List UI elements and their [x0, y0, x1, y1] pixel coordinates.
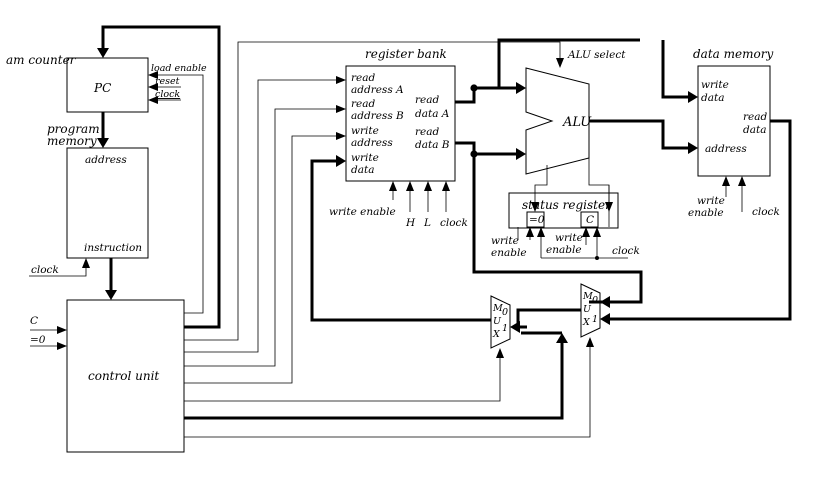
- carry-flag-box: [580, 211, 599, 228]
- rb-read-address-b-2: address B: [351, 110, 404, 122]
- rb-read-address-a-2: address A: [351, 84, 404, 96]
- status-we-right-1: write: [555, 232, 583, 244]
- status-we-left-2: enable: [491, 247, 527, 259]
- pc-clock-label: clock: [155, 89, 180, 100]
- rb-clock: clock: [440, 217, 468, 229]
- status-carry-flag: C: [586, 214, 594, 226]
- program-memory-instruction: instruction: [84, 242, 142, 254]
- data-a-to-memory: [474, 38, 640, 90]
- pc-load-enable-label: load enable: [151, 63, 207, 74]
- mux-left-shape: [490, 295, 511, 349]
- dm-write-data-1: write: [701, 79, 729, 91]
- data-memory-box: [697, 65, 771, 177]
- rb-write-address-1: write: [351, 125, 379, 137]
- control-input-zero: =0: [30, 334, 46, 346]
- alu-shape: [525, 67, 590, 175]
- alu-select-label: ALU select: [567, 49, 626, 61]
- register-bank-box: [345, 65, 456, 182]
- mux-right-u: U: [583, 304, 592, 315]
- rb-read-data-b-2: data B: [415, 139, 450, 151]
- control-unit-label: control unit: [88, 369, 159, 383]
- data-memory-title: data memory: [693, 47, 773, 61]
- mux-right-in0: 0: [592, 295, 598, 306]
- alu-label: ALU: [562, 115, 592, 130]
- mux-left-in0: 0: [502, 307, 508, 318]
- rb-write-data-2: data: [351, 164, 374, 176]
- mux-right-to-mux-left: [516, 308, 581, 327]
- rb-h: H: [405, 217, 416, 229]
- pc-label: PC: [93, 81, 111, 95]
- status-we-left-1: write: [491, 235, 519, 247]
- pc-load-bus: [101, 25, 221, 329]
- control-input-c: C: [30, 315, 38, 327]
- register-bank-title: register bank: [365, 47, 447, 61]
- dm-read-data-1: read: [743, 111, 767, 123]
- rb-write-enable: write enable: [329, 206, 396, 218]
- alu-to-memory-address: [589, 119, 690, 150]
- mux-to-write-data: [310, 159, 491, 322]
- memory-read-data-to-mux: [610, 119, 792, 321]
- mux-left-x: X: [492, 329, 501, 340]
- dm-write-data-2: data: [701, 92, 724, 104]
- zero-flag-box: [526, 211, 545, 228]
- program-memory-box: [66, 147, 149, 259]
- rb-write-address-2: address: [351, 137, 393, 149]
- mux-left-u: U: [493, 316, 502, 327]
- program-memory-title-1: program: [47, 122, 100, 136]
- rb-write-data-1: write: [351, 152, 379, 164]
- mux-left-in1: 1: [502, 323, 508, 334]
- rb-read-address-a-1: read: [351, 72, 375, 84]
- rb-l: L: [423, 217, 431, 229]
- status-we-right-2: enable: [546, 244, 582, 256]
- dm-write-enable-1: write: [697, 195, 725, 207]
- mux-right-x: X: [582, 317, 591, 328]
- rb-read-data-b-1: read: [415, 126, 439, 138]
- rb-read-data-a-1: read: [415, 94, 439, 106]
- control-unit-box: [66, 299, 185, 453]
- pc-reset-label: reset: [155, 76, 180, 87]
- read-data-a-to-alu: [455, 86, 518, 104]
- mux-right-m: M: [582, 291, 593, 302]
- status-clock: clock: [612, 245, 640, 257]
- program-memory-clock: clock: [31, 264, 59, 276]
- program-memory-address: address: [85, 154, 127, 166]
- mux-right-shape: [580, 283, 601, 338]
- pc-box: [66, 57, 149, 113]
- memory-write-data-line: [661, 40, 690, 99]
- status-register-title: status register: [522, 198, 612, 212]
- mux-right-in1: 1: [592, 314, 598, 325]
- dm-read-data-2: data: [743, 124, 766, 136]
- program-memory-title-2: memory: [47, 134, 97, 148]
- control-immediate-bus: [184, 341, 564, 420]
- rb-read-data-a-2: data A: [415, 108, 450, 120]
- dm-clock: clock: [752, 206, 780, 218]
- read-data-b-to-alu: [455, 141, 518, 156]
- pc-title: am counter: [6, 53, 77, 67]
- status-zero-flag: =0: [529, 214, 545, 226]
- rb-read-address-b-1: read: [351, 98, 375, 110]
- dm-address: address: [705, 143, 747, 155]
- dm-write-enable-2: enable: [688, 207, 724, 219]
- mux-left-m: M: [492, 303, 503, 314]
